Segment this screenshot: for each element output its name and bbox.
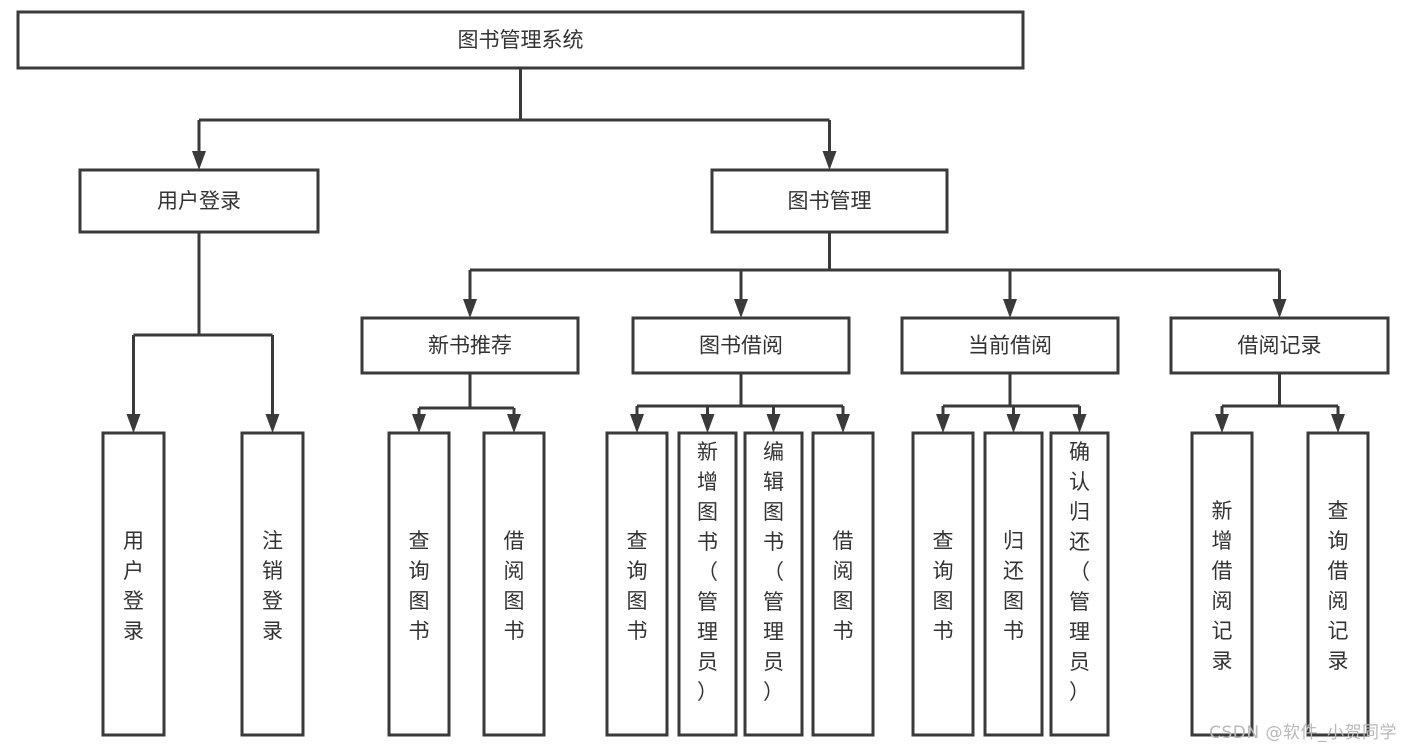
node-root[interactable]: 图书管理系统 bbox=[16, 10, 1025, 70]
node-leaf-return-book[interactable]: 归还图书 bbox=[983, 431, 1044, 737]
node-leaf-query-book-recommend[interactable]: 查询图书 bbox=[387, 431, 451, 737]
node-box bbox=[631, 316, 851, 375]
arrow-head bbox=[1215, 414, 1229, 433]
arrow-head bbox=[1331, 414, 1345, 433]
connectors-layer bbox=[126, 68, 1345, 433]
node-current-borrow[interactable]: 当前借阅 bbox=[900, 316, 1120, 375]
arrow-head bbox=[734, 299, 748, 318]
node-box bbox=[743, 431, 804, 737]
arrow-head bbox=[1072, 414, 1087, 433]
nodes-layer: 图书管理系统用户登录图书管理新书推荐图书借阅当前借阅借阅记录用户登录注销登录查询… bbox=[16, 10, 1390, 737]
arrow-head bbox=[126, 414, 141, 433]
arrow-head bbox=[766, 414, 781, 433]
node-leaf-confirm-return[interactable]: 确认归还（管理员） bbox=[1049, 431, 1110, 737]
node-label: 新增图书（管理员） bbox=[697, 440, 718, 704]
arrow-head bbox=[822, 151, 837, 170]
node-leaf-query-book-borrow[interactable]: 查询图书 bbox=[605, 431, 669, 737]
node-label: 借阅图书 bbox=[833, 529, 854, 643]
node-box bbox=[811, 431, 875, 737]
node-label: 借阅记录 bbox=[1238, 334, 1322, 358]
node-box bbox=[240, 431, 305, 737]
node-box bbox=[900, 316, 1120, 375]
arrow-head bbox=[1003, 299, 1017, 318]
node-box bbox=[911, 431, 975, 737]
node-box bbox=[482, 431, 546, 737]
arrow-head bbox=[630, 414, 644, 433]
node-leaf-add-borrow-record[interactable]: 新增借阅记录 bbox=[1190, 431, 1254, 737]
node-label: 确认归还（管理员） bbox=[1069, 440, 1090, 704]
node-label: 用户登录 bbox=[157, 189, 241, 213]
arrow-head bbox=[463, 299, 477, 318]
node-leaf-query-book-current[interactable]: 查询图书 bbox=[911, 431, 975, 737]
node-label: 用户登录 bbox=[123, 529, 144, 643]
node-box bbox=[710, 168, 949, 234]
node-label: 查询借阅记录 bbox=[1328, 499, 1349, 673]
node-label: 查询图书 bbox=[409, 529, 430, 643]
arrow-head bbox=[836, 414, 850, 433]
arrow-head bbox=[192, 151, 206, 170]
node-box bbox=[677, 431, 738, 737]
node-leaf-user-login[interactable]: 用户登录 bbox=[101, 431, 166, 737]
arrow-head bbox=[1006, 414, 1021, 433]
watermark-label: CSDN @软件_小贺同学 bbox=[1209, 723, 1397, 743]
node-label: 编辑图书（管理员） bbox=[763, 440, 784, 704]
arrow-head bbox=[700, 414, 715, 433]
arrow-head bbox=[936, 414, 950, 433]
node-label: 图书管理系统 bbox=[458, 28, 584, 52]
node-label: 新增借阅记录 bbox=[1212, 499, 1233, 673]
node-label: 借阅图书 bbox=[504, 529, 525, 643]
node-label: 归还图书 bbox=[1003, 529, 1024, 643]
node-leaf-logout[interactable]: 注销登录 bbox=[240, 431, 305, 737]
node-box bbox=[16, 10, 1025, 70]
node-box bbox=[78, 168, 320, 234]
arrow-head bbox=[507, 414, 521, 433]
node-label: 图书管理 bbox=[788, 189, 872, 213]
node-box bbox=[360, 316, 580, 375]
node-label: 当前借阅 bbox=[968, 334, 1052, 358]
node-user-login[interactable]: 用户登录 bbox=[78, 168, 320, 234]
node-book-management[interactable]: 图书管理 bbox=[710, 168, 949, 234]
node-box bbox=[983, 431, 1044, 737]
node-box bbox=[1190, 431, 1254, 737]
arrow-head bbox=[1272, 299, 1287, 318]
arrow-head bbox=[265, 414, 280, 433]
node-book-borrow[interactable]: 图书借阅 bbox=[631, 316, 851, 375]
node-box bbox=[1306, 431, 1370, 737]
node-box bbox=[101, 431, 166, 737]
node-label: 图书借阅 bbox=[699, 334, 783, 358]
node-label: 注销登录 bbox=[262, 529, 283, 643]
arrow-head bbox=[412, 414, 426, 433]
node-label: 查询图书 bbox=[627, 529, 648, 643]
node-leaf-query-borrow-record[interactable]: 查询借阅记录 bbox=[1306, 431, 1370, 737]
node-leaf-edit-book[interactable]: 编辑图书（管理员） bbox=[743, 431, 804, 737]
node-box bbox=[387, 431, 451, 737]
node-leaf-borrow-book-recommend[interactable]: 借阅图书 bbox=[482, 431, 546, 737]
node-box bbox=[605, 431, 669, 737]
node-label: 新书推荐 bbox=[428, 334, 512, 358]
node-label: 查询图书 bbox=[933, 529, 954, 643]
node-new-book-recommend[interactable]: 新书推荐 bbox=[360, 316, 580, 375]
node-leaf-borrow-book[interactable]: 借阅图书 bbox=[811, 431, 875, 737]
node-box bbox=[1169, 316, 1390, 375]
node-borrow-record[interactable]: 借阅记录 bbox=[1169, 316, 1390, 375]
node-leaf-add-book[interactable]: 新增图书（管理员） bbox=[677, 431, 738, 737]
node-box bbox=[1049, 431, 1110, 737]
